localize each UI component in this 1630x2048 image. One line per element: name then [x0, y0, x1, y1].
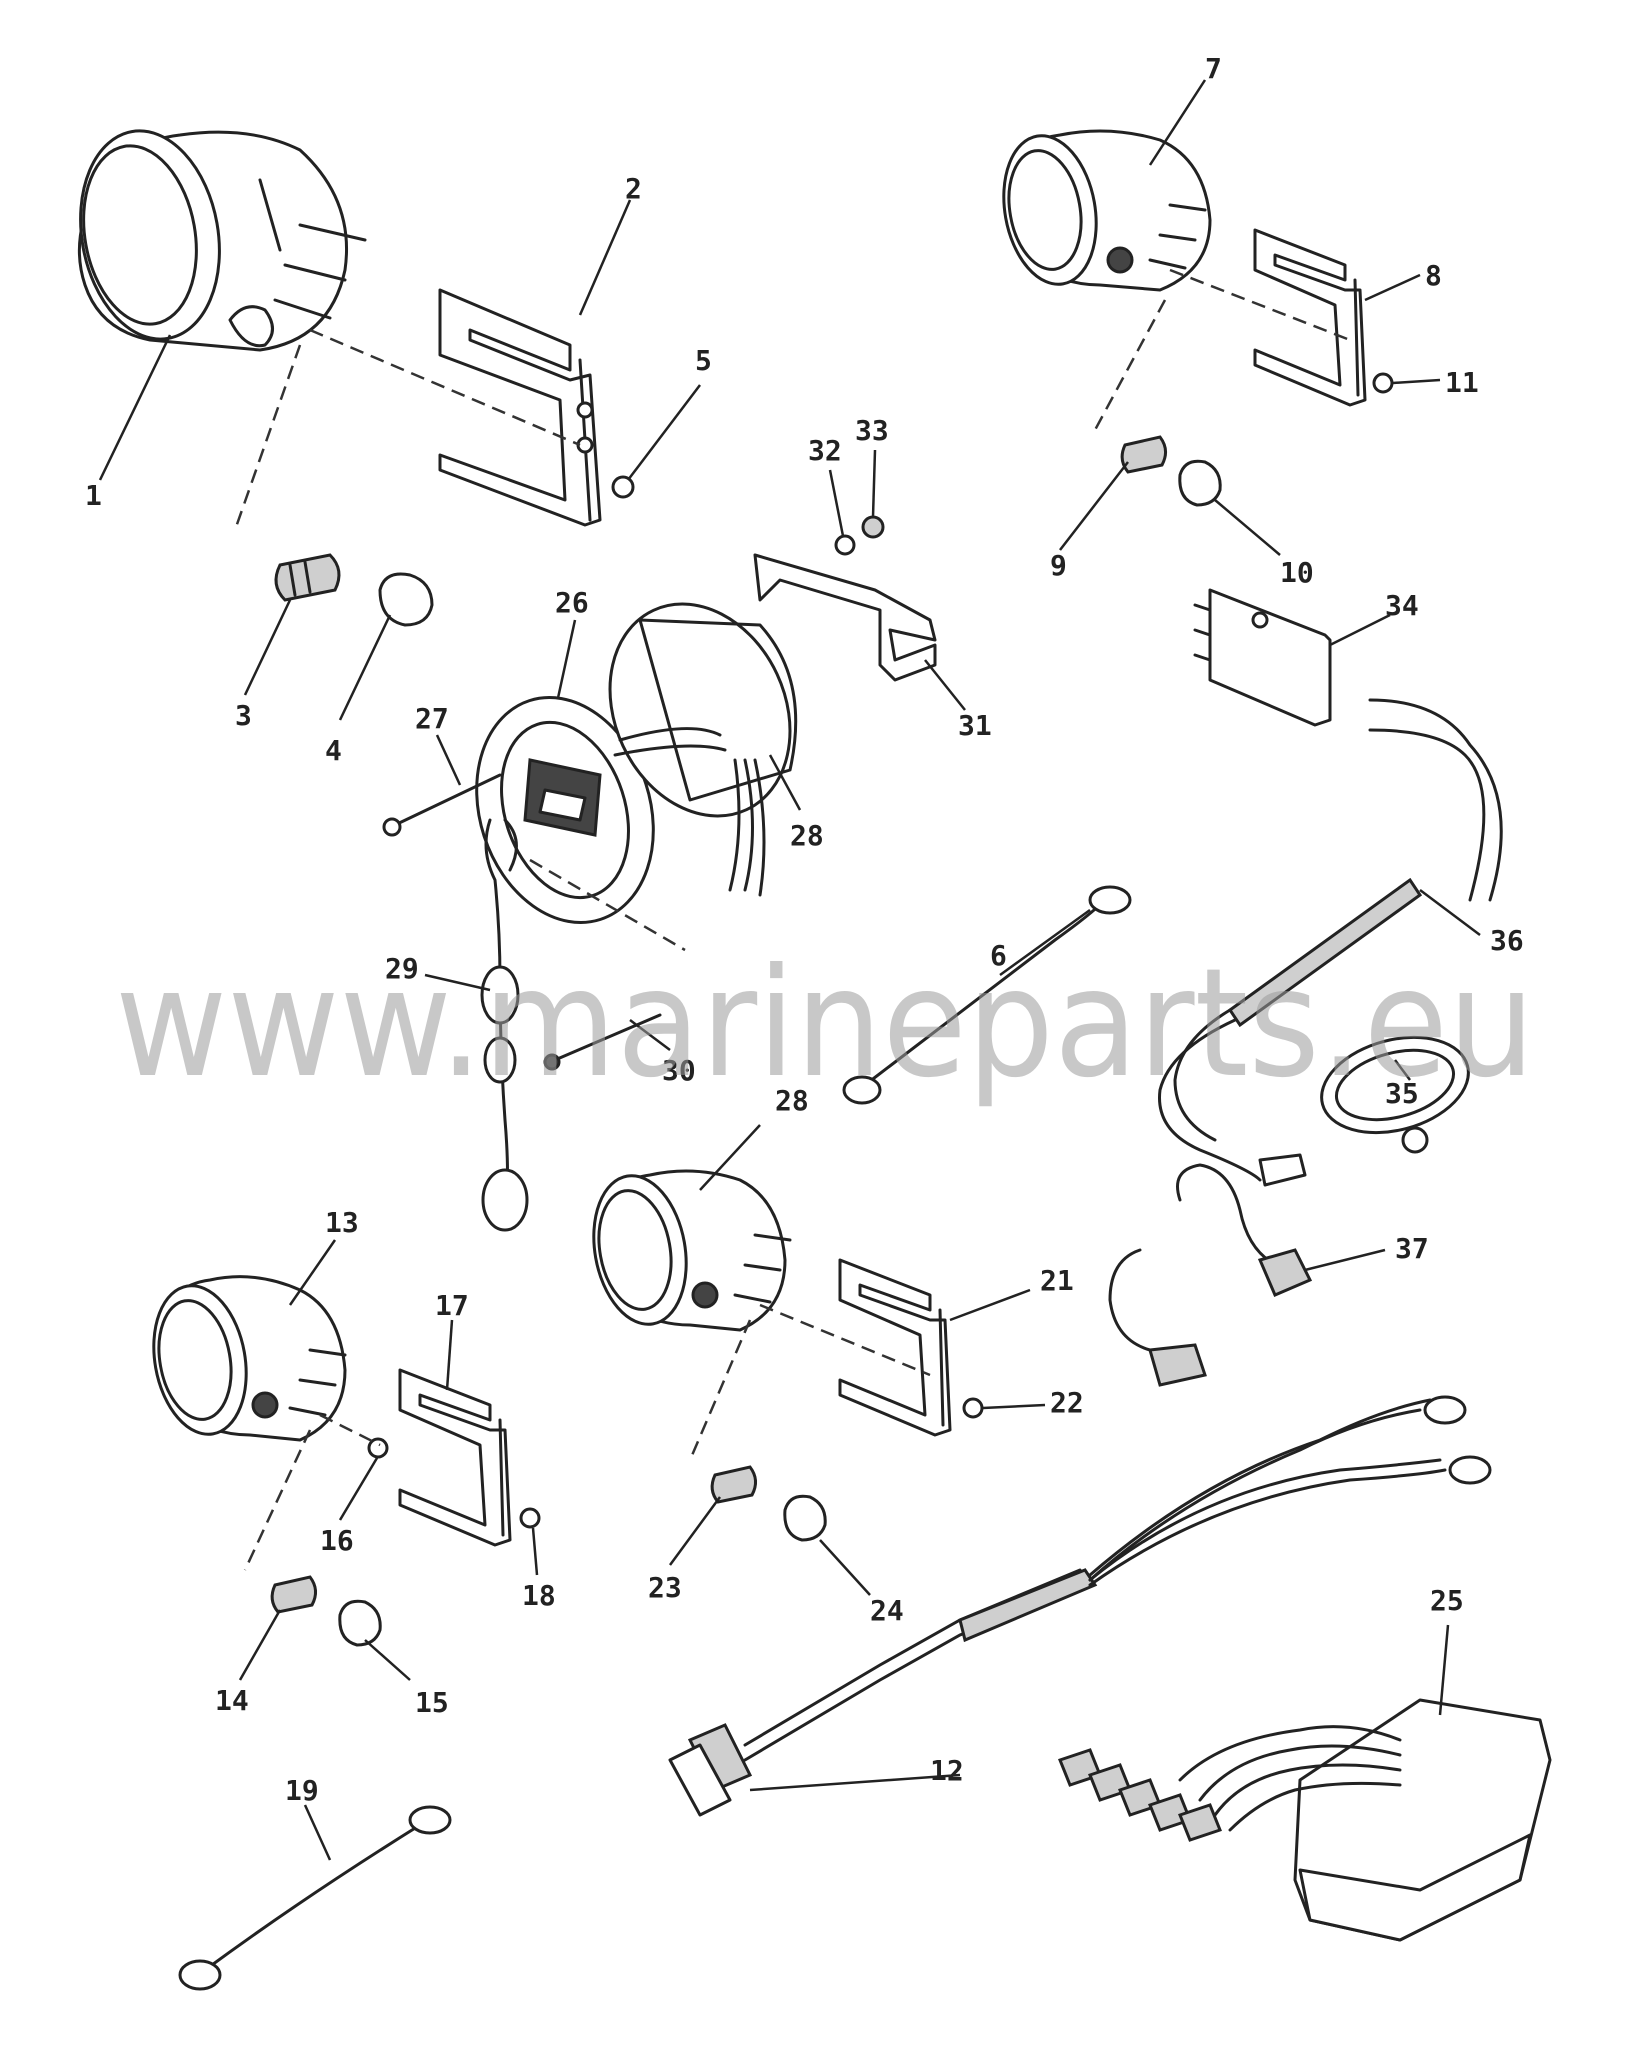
gauge-13 [152, 1275, 347, 1442]
callout-25: 25 [1430, 1584, 1464, 1617]
socket-14 [270, 1575, 317, 1614]
harness-12 [668, 1395, 1492, 1817]
bulb-24 [783, 1494, 827, 1542]
callout-18: 18 [522, 1579, 556, 1612]
washer-32 [834, 534, 856, 556]
bulb-10 [1178, 459, 1222, 507]
module-25 [1058, 1698, 1552, 1942]
callout-21: 21 [1040, 1264, 1074, 1297]
callout-3: 3 [235, 699, 252, 732]
callout-27: 27 [415, 702, 449, 735]
callout-10: 10 [1280, 556, 1314, 589]
harness-36 [1158, 698, 1503, 1182]
callout-23: 23 [648, 1571, 682, 1604]
callout-26: 26 [555, 586, 589, 619]
socket-9 [1120, 435, 1167, 474]
callout-33: 33 [855, 414, 889, 447]
gauge-7 [1002, 129, 1212, 292]
nut-11 [1372, 372, 1394, 394]
bracket-2 [438, 288, 602, 527]
nut-33 [861, 515, 885, 539]
callout-37: 37 [1395, 1232, 1429, 1265]
callout-17: 17 [435, 1289, 469, 1322]
dash-7-bracket [1169, 268, 1351, 342]
ground-wire-6 [842, 885, 1132, 1105]
dash-28-bracket [759, 1303, 931, 1377]
watermark-text: www.marineparts.eu [115, 937, 1535, 1111]
ground-wire-19 [178, 1805, 452, 1991]
dash-28-bulb [688, 1319, 752, 1461]
callout-29: 29 [385, 952, 419, 985]
callout-32: 32 [808, 434, 842, 467]
cup-28 [608, 602, 798, 897]
callout-16: 16 [320, 1524, 354, 1557]
callout-11: 11 [1445, 366, 1479, 399]
bracket-17 [398, 1368, 512, 1547]
callout-14: 14 [215, 1684, 249, 1717]
callout-34: 34 [1385, 589, 1419, 622]
leader-lines [98, 79, 1481, 1861]
dash-7-bulb [1093, 299, 1167, 431]
socket-3 [274, 553, 341, 602]
callout-7: 7 [1205, 52, 1222, 85]
dash-13-bulb [243, 1429, 312, 1571]
dash-13-bracket [319, 1413, 381, 1447]
pin-30 [543, 1013, 662, 1071]
socket-23 [710, 1465, 757, 1504]
lanyard-29 [480, 818, 686, 1232]
callout-13: 13 [325, 1206, 359, 1239]
callout-28-cup: 28 [790, 819, 824, 852]
dash-1-bracket [309, 328, 581, 447]
washer-16 [367, 1437, 389, 1459]
callout-24: 24 [870, 1594, 904, 1627]
callout-36: 36 [1490, 924, 1524, 957]
callout-15: 15 [415, 1686, 449, 1719]
callout-22: 22 [1050, 1386, 1084, 1419]
gauge-1 [77, 129, 367, 352]
bracket-34 [1193, 588, 1332, 727]
callout-12: 12 [930, 1754, 964, 1787]
callout-6: 6 [990, 939, 1007, 972]
callout-1: 1 [85, 479, 102, 512]
callout-28-gauge: 28 [775, 1084, 809, 1117]
callout-8: 8 [1425, 259, 1442, 292]
clamp-35 [1320, 1035, 1470, 1154]
bulb-15 [338, 1599, 382, 1647]
callout-2: 2 [625, 172, 642, 205]
callout-35: 35 [1385, 1077, 1419, 1110]
nut-5 [611, 475, 635, 499]
bracket-31 [753, 553, 937, 682]
bulb-4 [378, 572, 434, 627]
bracket-8 [1253, 228, 1367, 407]
connector-37 [1108, 1153, 1313, 1387]
switch-26 [475, 696, 655, 924]
callout-4: 4 [325, 734, 342, 767]
nut-18 [519, 1507, 541, 1529]
callout-30: 30 [662, 1054, 696, 1087]
bracket-21 [838, 1258, 952, 1437]
gauge-28 [592, 1169, 792, 1332]
nut-22 [962, 1397, 984, 1419]
callout-9: 9 [1050, 549, 1067, 582]
callout-31: 31 [958, 709, 992, 742]
screw-27 [382, 773, 502, 837]
dash-1-bulb [233, 344, 302, 531]
callout-labels: 1 2 3 4 5 6 7 8 9 10 11 12 13 14 15 16 1… [85, 52, 1524, 1807]
callout-19: 19 [285, 1774, 319, 1807]
callout-5: 5 [695, 344, 712, 377]
